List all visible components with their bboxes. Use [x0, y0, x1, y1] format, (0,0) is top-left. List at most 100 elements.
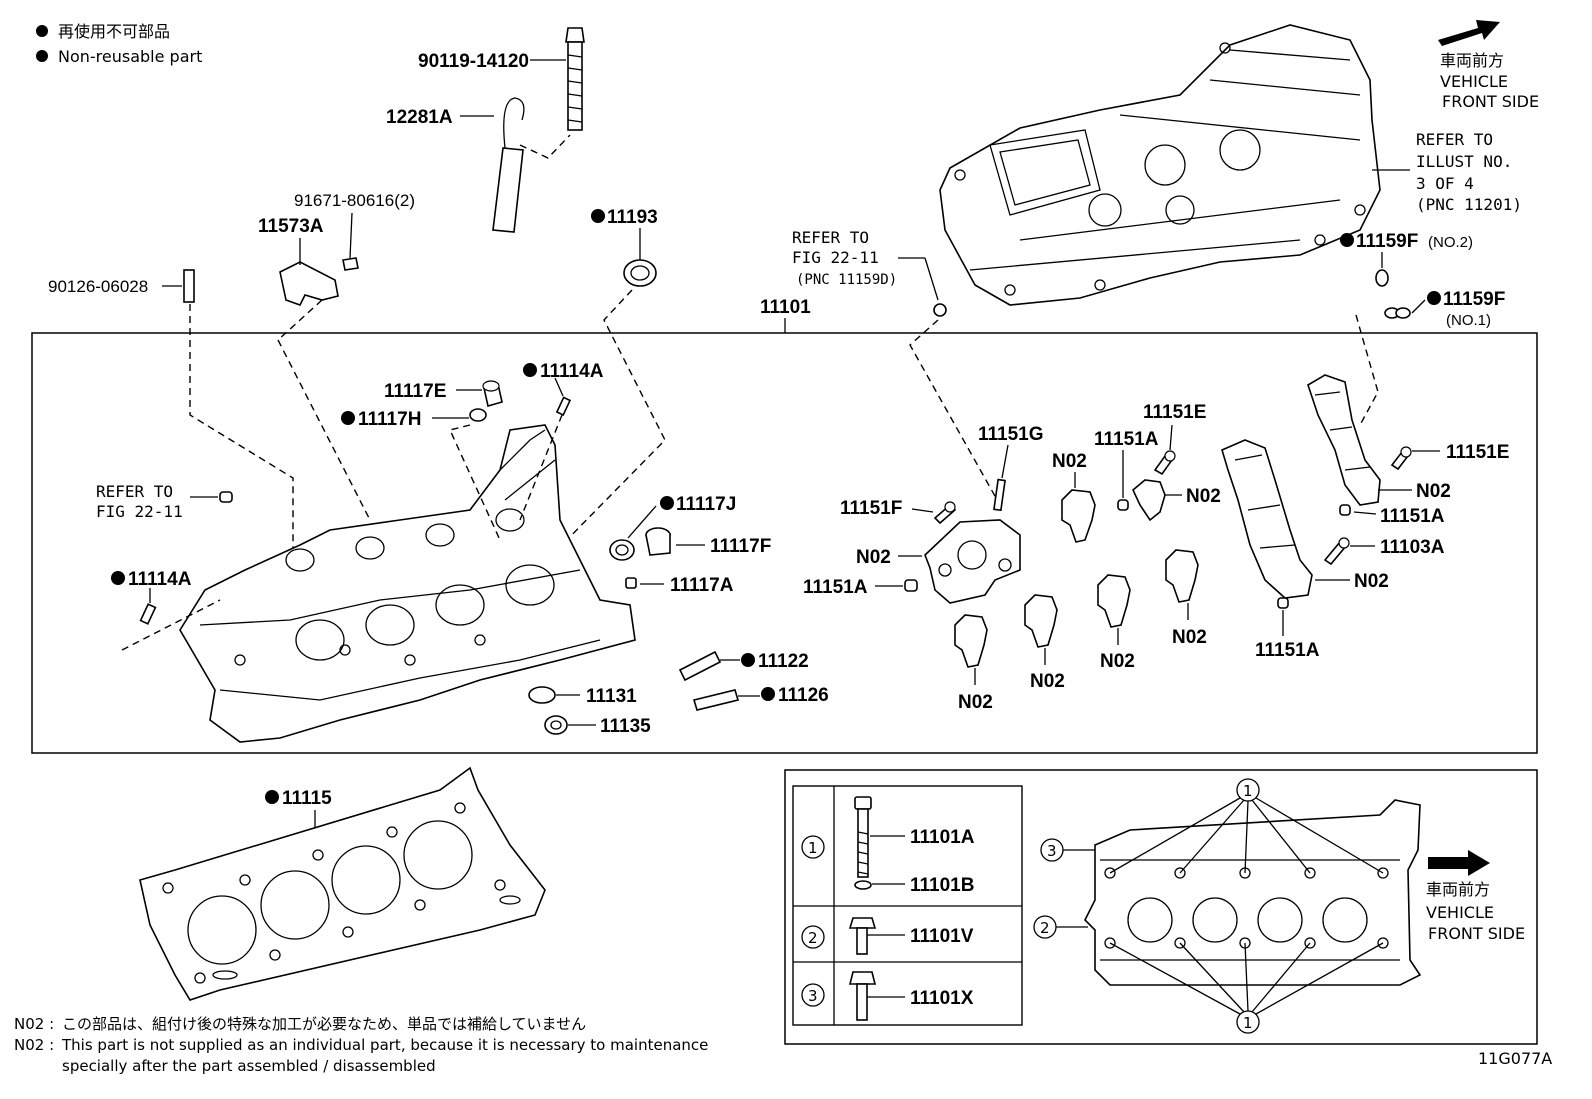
svg-text:11151F: 11151F [840, 498, 902, 519]
svg-text:FRONT SIDE: FRONT SIDE [1428, 924, 1525, 943]
part-11151A-top: 11151A [1094, 429, 1159, 511]
svg-text:(PNC 11201): (PNC 11201) [1416, 195, 1522, 214]
svg-text:11573A: 11573A [258, 216, 324, 237]
svg-text:11101A: 11101A [910, 827, 975, 848]
part-11117A: 11117A [625, 575, 734, 596]
non-reusable-dot-icon [761, 687, 775, 701]
svg-text:11126: 11126 [778, 685, 829, 706]
svg-text:11135: 11135 [600, 716, 651, 737]
svg-text:N02: N02 [1100, 651, 1135, 672]
svg-text:11159F: 11159F [1356, 231, 1418, 252]
svg-text:11117J: 11117J [676, 494, 736, 515]
part-90126-06028: 90126-06028 [48, 269, 294, 550]
cylinder-head-cover [939, 24, 1381, 306]
part-11114A-left: 11114A [111, 569, 221, 651]
non-reusable-dot-icon [591, 209, 605, 223]
svg-text:specially after the part assem: specially after the part assembled / dis… [62, 1057, 436, 1075]
svg-text:ILLUST NO.: ILLUST NO. [1416, 152, 1512, 171]
part-11117F: 11117F [645, 527, 771, 557]
svg-text:N02: N02 [958, 692, 993, 713]
part-11117J: 11117J [609, 494, 736, 561]
svg-text:FIG 22-11: FIG 22-11 [96, 502, 183, 521]
svg-text:1: 1 [808, 839, 818, 857]
svg-text:N02 :: N02 : [14, 1015, 54, 1033]
cylinder-head [179, 424, 636, 743]
non-reusable-dot-icon [111, 571, 125, 585]
svg-text:(NO.1): (NO.1) [1446, 312, 1491, 329]
non-reusable-dot-icon [1427, 291, 1441, 305]
part-11117H: 11117H [341, 408, 487, 430]
bolt-row-2: 2 11101V [801, 917, 974, 955]
svg-text:N02: N02 [1052, 451, 1087, 472]
vehicle-front-arrow-bottom: 車両前方 VEHICLE FRONT SIDE [1426, 850, 1525, 943]
part-11131: 11131 [528, 686, 637, 707]
legend-en: Non-reusable part [58, 47, 202, 66]
part-11151E-right: 11151E [1390, 442, 1509, 471]
part-11122: 11122 [678, 650, 809, 682]
svg-text:91671-80616(2): 91671-80616(2) [294, 191, 415, 210]
part-11103A: 11103A [1323, 537, 1445, 566]
svg-text:11117E: 11117E [384, 381, 446, 402]
svg-text:11114A: 11114A [540, 361, 604, 382]
footnote: N02 : この部品は、組付け後の特殊な加工が必要なため、単品では補給していませ… [14, 1015, 708, 1075]
svg-text:REFER TO: REFER TO [1416, 130, 1493, 149]
svg-text:N02: N02 [856, 547, 891, 568]
svg-text:11151G: 11151G [978, 424, 1044, 445]
svg-text:11101V: 11101V [910, 926, 974, 947]
part-11115: 11115 [139, 766, 546, 1001]
svg-text:11101: 11101 [760, 297, 811, 318]
svg-text:11101B: 11101B [910, 875, 974, 896]
svg-text:11101X: 11101X [910, 988, 974, 1009]
bolt-detail-frame [784, 769, 1538, 1045]
part-11101: 11101 [760, 297, 811, 333]
bearing-cap-n02: N02 [1132, 479, 1221, 522]
front-jp: 車両前方 [1440, 51, 1504, 70]
svg-text:11103A: 11103A [1380, 537, 1445, 558]
bolt-row-3: 3 11101X [801, 971, 974, 1021]
svg-text:11114A: 11114A [128, 569, 192, 590]
part-11159F-no1: 11159F (NO.1) [1384, 289, 1505, 329]
svg-text:2: 2 [1040, 919, 1050, 937]
bolt-row-1: 1 11101A 11101B [801, 796, 975, 896]
refer-fig-22-11-a: REFER TO FIG 22-11 (PNC 11159D) [792, 228, 1001, 506]
part-11151A-low: 11151A [1255, 597, 1320, 661]
refer-cover-note: REFER TO ILLUST NO. 3 OF 4 (PNC 11201) [1372, 130, 1522, 214]
svg-text:11151A: 11151A [803, 577, 868, 598]
cam-housing-n02-right: N02 [1307, 314, 1451, 506]
non-reusable-dot-icon [341, 411, 355, 425]
svg-text:N02: N02 [1354, 571, 1389, 592]
svg-text:11117F: 11117F [710, 536, 771, 557]
part-91671: 91671-80616(2) [294, 191, 415, 271]
legend: 再使用不可部品 Non-reusable part [36, 22, 202, 66]
bearing-cap-n02: N02 [1024, 594, 1065, 692]
non-reusable-dot-icon [741, 653, 755, 667]
part-11135: 11135 [544, 715, 651, 737]
cylinder-head-sub-assy-frame [31, 332, 1538, 754]
part-11159F-no2: 11159F (NO.2) [1340, 231, 1473, 287]
svg-text:REFER TO: REFER TO [792, 228, 869, 247]
arrow-icon [1438, 20, 1500, 46]
legend-jp: 再使用不可部品 [58, 22, 170, 41]
part-11151A-mid: 11151A [803, 577, 918, 598]
bolt-table: 1 11101A 11101B 2 11101V 3 11101X [792, 785, 1023, 1026]
svg-text:11151A: 11151A [1255, 640, 1320, 661]
svg-text:3 OF 4: 3 OF 4 [1416, 174, 1474, 193]
svg-text:11151A: 11151A [1380, 506, 1445, 527]
svg-text:(PNC 11159D): (PNC 11159D) [796, 272, 897, 288]
svg-text:REFER TO: REFER TO [96, 482, 173, 501]
svg-text:11115: 11115 [282, 788, 332, 809]
svg-text:12281A: 12281A [386, 107, 453, 128]
part-11193: 11193 [554, 207, 666, 553]
svg-text:11151E: 11151E [1446, 442, 1509, 463]
part-11151A-right: 11151A [1339, 504, 1445, 527]
part-11151E-top: 11151E [1143, 402, 1206, 476]
svg-text:FIG 22-11: FIG 22-11 [792, 248, 879, 267]
head-top-view: 1 1 3 2 [1033, 778, 1422, 1034]
svg-text:車両前方: 車両前方 [1426, 880, 1490, 899]
figure-id: 11G077A [1478, 1049, 1552, 1068]
svg-text:11117H: 11117H [358, 409, 421, 430]
svg-text:11151E: 11151E [1143, 402, 1206, 423]
svg-text:VEHICLE: VEHICLE [1426, 903, 1494, 922]
part-11126: 11126 [692, 685, 829, 711]
